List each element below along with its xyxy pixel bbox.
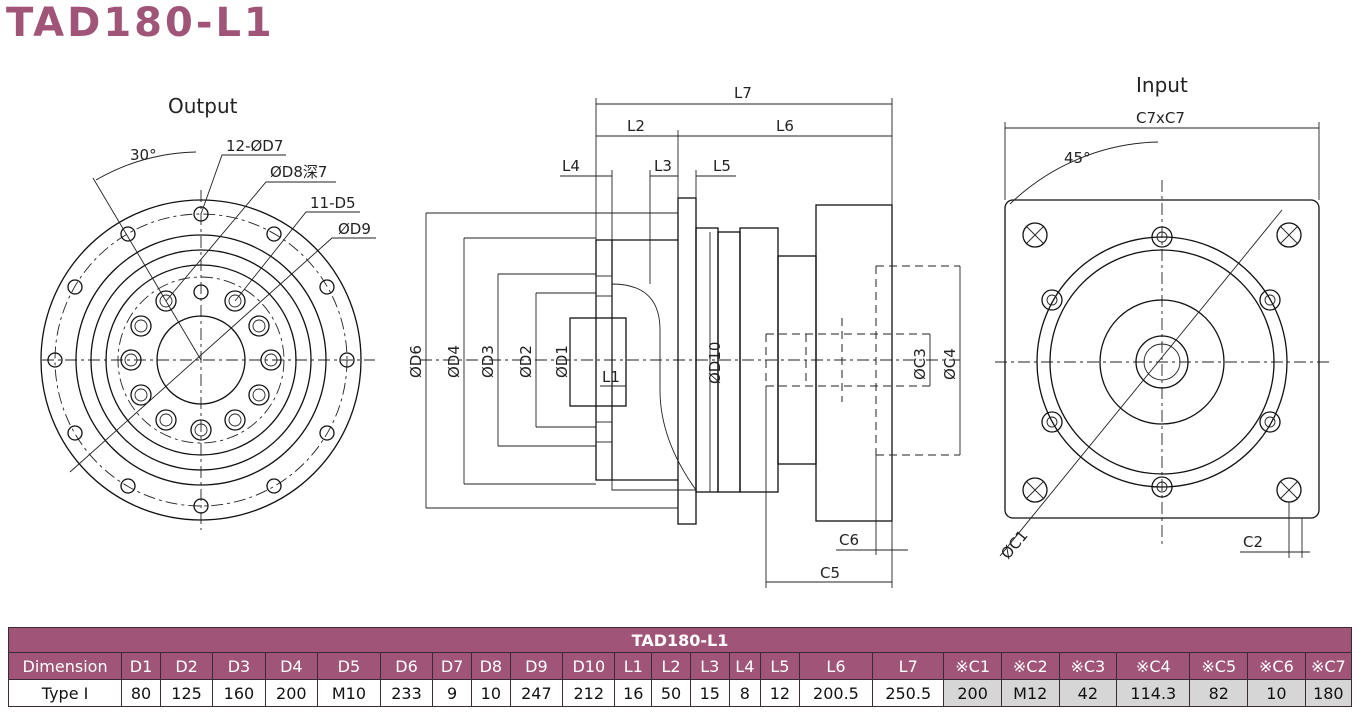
table-cell: 200 xyxy=(264,679,319,707)
table-cell: 12 xyxy=(760,679,800,707)
table-cell: 233 xyxy=(379,679,434,707)
label-c5: C5 xyxy=(820,564,840,582)
table-header-cell: D9 xyxy=(509,652,564,680)
page-title: TAD180-L1 xyxy=(6,0,275,46)
table-header-cell: ※C3 xyxy=(1058,652,1118,680)
table-cell: 200 xyxy=(943,679,1002,707)
label-d8: ØD8深7 xyxy=(270,163,327,181)
table-header-cell: L7 xyxy=(872,652,945,680)
table-header-cell: ※C6 xyxy=(1247,652,1306,680)
table-header-cell: L5 xyxy=(760,652,800,680)
table-header-cell: L2 xyxy=(651,652,691,680)
table-cell: M12 xyxy=(1000,679,1060,707)
table-header-cell: L6 xyxy=(798,652,874,680)
table-cell: 50 xyxy=(651,679,691,707)
label-d10: ØD10 xyxy=(706,342,724,384)
output-bore xyxy=(156,315,246,405)
label-l4: L4 xyxy=(562,157,580,175)
table-header-cell: D7 xyxy=(432,652,472,680)
table-cell: 212 xyxy=(562,679,616,707)
table-header-cell: D4 xyxy=(264,652,319,680)
output-angle-label: 30° xyxy=(130,146,157,164)
label-l3: L3 xyxy=(654,157,672,175)
label-c6: C6 xyxy=(839,531,859,549)
table-header-cell: ※C1 xyxy=(943,652,1002,680)
label-c7: C7xC7 xyxy=(1136,109,1185,127)
label-d4: ØD4 xyxy=(445,345,463,378)
table-header-cell: D3 xyxy=(212,652,266,680)
input-view: Input C7xC7 45° xyxy=(995,73,1330,563)
label-d3: ØD3 xyxy=(479,345,497,378)
label-l2: L2 xyxy=(627,117,645,135)
label-d2: ØD2 xyxy=(517,345,535,378)
table-cell: 114.3 xyxy=(1116,679,1191,707)
table-header-cell: ※C4 xyxy=(1116,652,1191,680)
section-hatch xyxy=(611,283,697,491)
label-c1: ØC1 xyxy=(997,527,1031,563)
table-header-cell: Dimension xyxy=(7,652,123,680)
label-c4: ØC4 xyxy=(941,348,959,380)
label-c2: C2 xyxy=(1243,533,1263,551)
input-bolt-holes xyxy=(1041,226,1281,498)
output-heading: Output xyxy=(168,94,238,118)
input-flange-side xyxy=(815,204,893,522)
table-cell: 16 xyxy=(614,679,653,707)
table-cell: 125 xyxy=(159,679,214,707)
table-cell: 9 xyxy=(432,679,472,707)
input-angle-label: 45° xyxy=(1064,149,1091,167)
output-outer-holes xyxy=(47,206,355,514)
label-11-d5: 11-D5 xyxy=(310,194,356,212)
technical-drawing: Output xyxy=(40,73,1330,588)
table-cell: 247 xyxy=(509,679,564,707)
label-c3: ØC3 xyxy=(911,348,929,380)
table-header-cell: L4 xyxy=(728,652,762,680)
label-l1: L1 xyxy=(602,368,620,386)
table-caption: TAD180-L1 xyxy=(8,627,1352,653)
table-cell: Type I xyxy=(7,679,123,707)
label-d9: ØD9 xyxy=(338,220,371,238)
table-header-cell: D5 xyxy=(317,652,381,680)
table-header-cell: D10 xyxy=(562,652,616,680)
table-cell: 180 xyxy=(1304,679,1353,707)
input-heading: Input xyxy=(1136,73,1188,97)
label-12-d7: 12-ØD7 xyxy=(226,137,283,155)
label-d6: ØD6 xyxy=(407,345,425,378)
output-inner-holes xyxy=(120,284,282,441)
input-square-flange xyxy=(1004,199,1320,519)
table-header-cell: D2 xyxy=(159,652,214,680)
table-cell: 80 xyxy=(121,679,161,707)
table-cell: M10 xyxy=(317,679,381,707)
table-cell: 82 xyxy=(1189,679,1249,707)
table-cell: 42 xyxy=(1058,679,1118,707)
table-cell: 160 xyxy=(212,679,266,707)
table-cell: 200.5 xyxy=(798,679,874,707)
table-cell: 8 xyxy=(728,679,762,707)
table-header-cell: ※C2 xyxy=(1000,652,1060,680)
table-header-cell: L1 xyxy=(614,652,653,680)
output-view: Output xyxy=(40,94,376,530)
side-view: L7 L2 L6 L4 L3 L5 L1 ØD6 ØD4 ØD3 ØD xyxy=(407,84,961,588)
table-header-cell: L3 xyxy=(689,652,730,680)
table-header-cell: ※C5 xyxy=(1189,652,1249,680)
table-cell: 15 xyxy=(689,679,730,707)
label-l6: L6 xyxy=(776,117,794,135)
table-header-cell: D6 xyxy=(379,652,434,680)
table-cell: 10 xyxy=(1247,679,1306,707)
table-header-cell: ※C7 xyxy=(1304,652,1353,680)
label-d1: ØD1 xyxy=(553,345,571,378)
table-header-cell: D1 xyxy=(121,652,161,680)
table-cell: 10 xyxy=(470,679,511,707)
label-l7: L7 xyxy=(734,84,752,102)
output-flange-outline xyxy=(40,199,362,521)
label-l5: L5 xyxy=(713,157,731,175)
table-cell: 250.5 xyxy=(872,679,945,707)
table-header-cell: D8 xyxy=(470,652,511,680)
